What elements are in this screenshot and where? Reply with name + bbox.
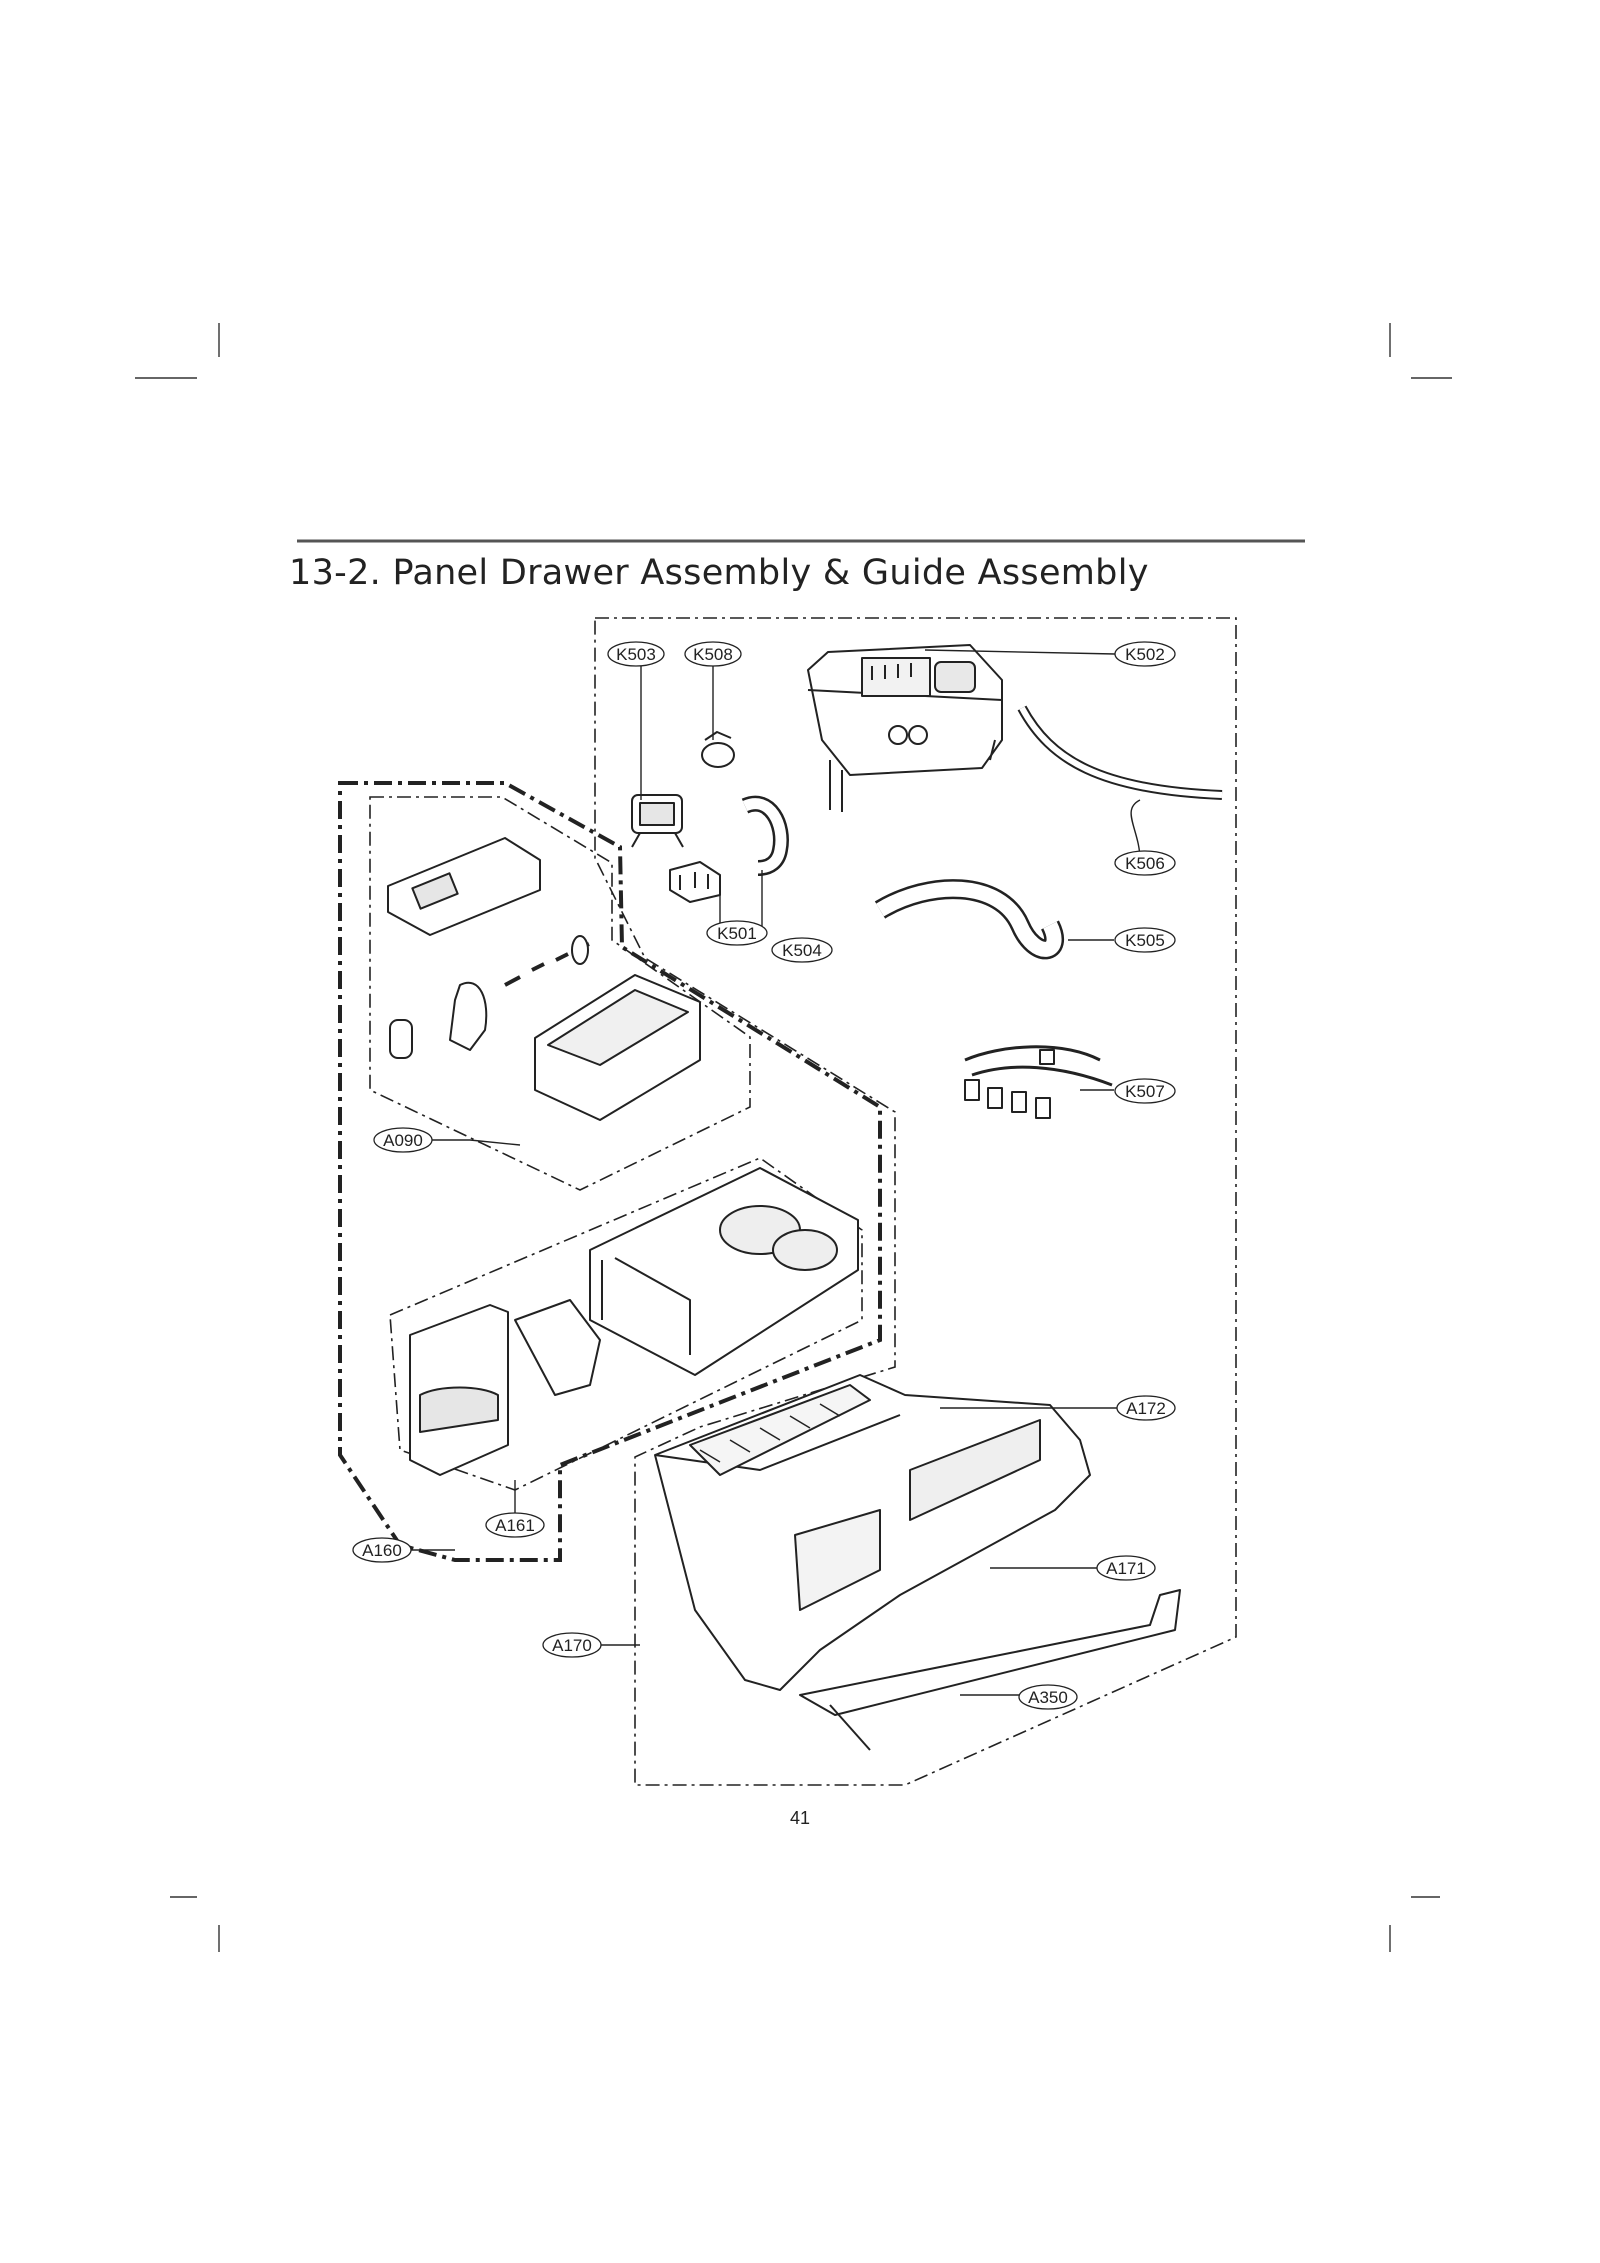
callout-K503: K503 bbox=[607, 641, 665, 667]
small-fittings-part bbox=[504, 935, 590, 987]
drawer-guide-part bbox=[654, 1374, 1091, 1691]
drawer-body-part bbox=[589, 1167, 859, 1376]
callout-K502: K502 bbox=[1114, 641, 1176, 667]
callout-K507: K507 bbox=[1114, 1078, 1176, 1104]
dispenser-subgroup-boundary bbox=[369, 796, 751, 1191]
panel-insert-part bbox=[514, 1299, 601, 1396]
crop-marks bbox=[135, 323, 1452, 1952]
callout-K506: K506 bbox=[1114, 850, 1176, 876]
valve-housing-part bbox=[807, 644, 1003, 812]
detergent-tray-part bbox=[534, 974, 701, 1121]
callout-A160: A160 bbox=[352, 1537, 412, 1563]
callout-label: A160 bbox=[362, 1541, 402, 1560]
callout-A090: A090 bbox=[373, 1127, 433, 1153]
callout-label: K507 bbox=[1125, 1082, 1165, 1101]
callout-label: A171 bbox=[1106, 1559, 1146, 1578]
callout-label: K504 bbox=[782, 941, 822, 960]
callout-label: A161 bbox=[495, 1516, 535, 1535]
page-title: 13-2. Panel Drawer Assembly & Guide Asse… bbox=[289, 553, 1149, 593]
callout-label: K503 bbox=[616, 645, 656, 664]
wire-harness-part bbox=[964, 1045, 1113, 1119]
rail-part bbox=[799, 1589, 1181, 1751]
drawer-assembly-boundary bbox=[338, 781, 882, 1562]
callout-label: K502 bbox=[1125, 645, 1165, 664]
parts bbox=[387, 644, 1223, 1751]
dispenser-cap-part bbox=[387, 837, 541, 936]
callout-A161: A161 bbox=[485, 1512, 545, 1538]
callout-label: K506 bbox=[1125, 854, 1165, 873]
ring-part bbox=[389, 1019, 413, 1059]
callout-K505: K505 bbox=[1114, 927, 1176, 953]
callout-label: A350 bbox=[1028, 1688, 1068, 1707]
callout-K508: K508 bbox=[684, 641, 742, 667]
guide-assembly-boundary bbox=[594, 617, 1237, 1786]
drawer-panel-part bbox=[409, 1304, 509, 1476]
callouts: K503 K508 K502 K506 K501 K504 K505 K507 … bbox=[352, 641, 1176, 1710]
callout-A172: A172 bbox=[1116, 1395, 1176, 1421]
callout-A170: A170 bbox=[542, 1632, 602, 1658]
group-boundaries bbox=[338, 617, 1237, 1786]
callout-label: A090 bbox=[383, 1131, 423, 1150]
callout-label: A172 bbox=[1126, 1399, 1166, 1418]
siphon-part bbox=[449, 981, 488, 1051]
callout-A350: A350 bbox=[1018, 1684, 1078, 1710]
callout-label: K508 bbox=[693, 645, 733, 664]
page-number: 41 bbox=[789, 1808, 811, 1828]
callout-label: K501 bbox=[717, 924, 757, 943]
callout-label: K505 bbox=[1125, 931, 1165, 950]
water-valve-part bbox=[631, 794, 684, 848]
hose-clamp-part bbox=[701, 731, 735, 768]
callout-K504: K504 bbox=[771, 937, 833, 963]
callout-A171: A171 bbox=[1096, 1555, 1156, 1581]
callout-K501: K501 bbox=[706, 920, 768, 946]
callout-label: A170 bbox=[552, 1636, 592, 1655]
bracket-part bbox=[669, 861, 721, 903]
